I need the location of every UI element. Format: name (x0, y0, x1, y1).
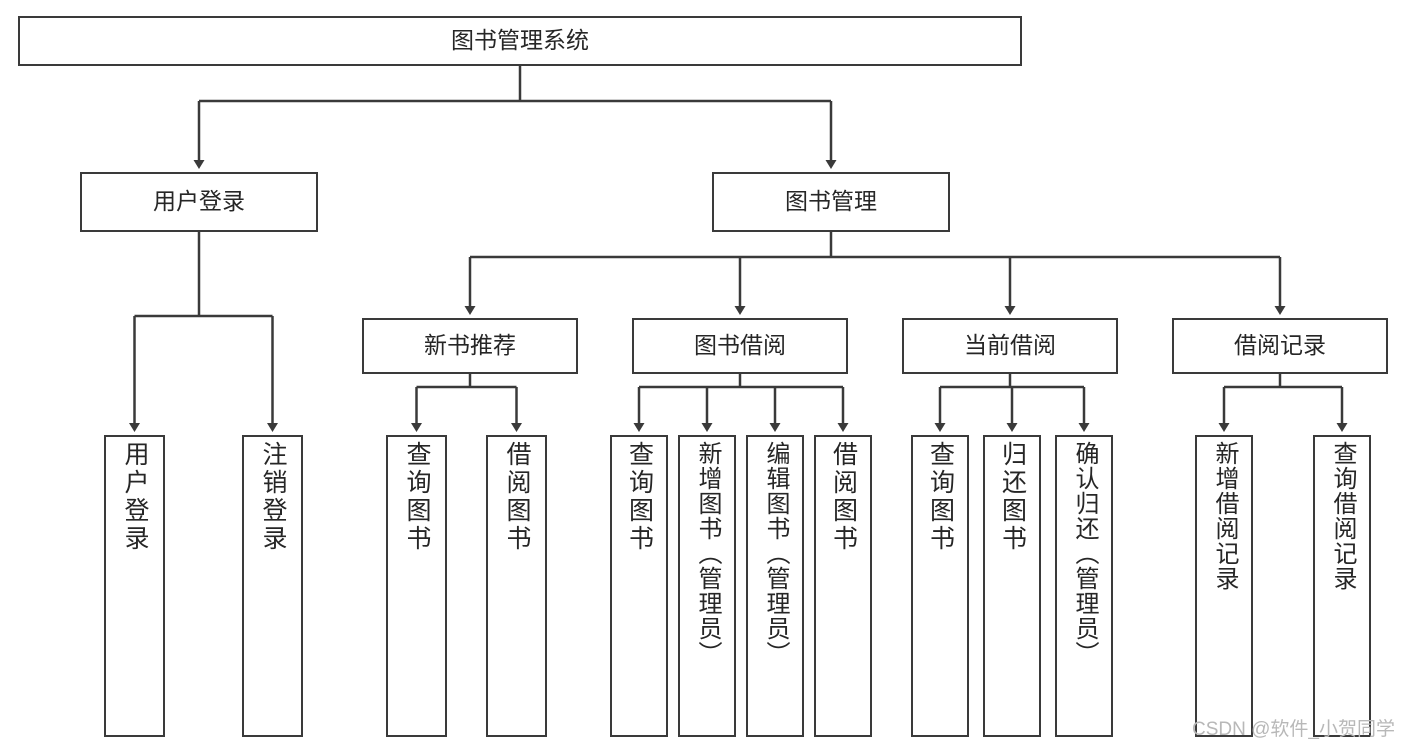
node-bookmgmt[interactable]: 图书管理 (712, 172, 950, 232)
node-root[interactable]: 图书管理系统 (18, 16, 1022, 66)
node-label: 图书管理系统 (451, 27, 589, 54)
node-leaf-new-1[interactable]: 查询图书 (386, 435, 447, 737)
node-label: 当前借阅 (964, 332, 1056, 359)
node-leaf-cur-1[interactable]: 查询图书 (911, 435, 969, 737)
node-borrow[interactable]: 图书借阅 (632, 318, 848, 374)
node-leaf-borrow-4[interactable]: 借阅图书 (814, 435, 872, 737)
node-leaf-login-2[interactable]: 注销登录 (242, 435, 303, 737)
node-label: 用户登录 (121, 441, 149, 553)
node-label: 确认归还（管理员） (1071, 441, 1098, 666)
node-leaf-new-2[interactable]: 借阅图书 (486, 435, 547, 737)
node-label: 借阅图书 (829, 441, 858, 553)
node-label: 归还图书 (998, 441, 1027, 553)
node-leaf-borrow-3[interactable]: 编辑图书（管理员） (746, 435, 804, 737)
node-label: 借阅图书 (503, 441, 531, 553)
node-records[interactable]: 借阅记录 (1172, 318, 1388, 374)
node-leaf-rec-2[interactable]: 查询借阅记录 (1313, 435, 1371, 737)
node-label: 图书借阅 (694, 332, 786, 359)
node-label: 新书推荐 (424, 332, 516, 359)
node-leaf-cur-3[interactable]: 确认归还（管理员） (1055, 435, 1113, 737)
node-current[interactable]: 当前借阅 (902, 318, 1118, 374)
node-label: 查询图书 (403, 441, 431, 553)
node-leaf-rec-1[interactable]: 新增借阅记录 (1195, 435, 1253, 737)
node-newbook[interactable]: 新书推荐 (362, 318, 578, 374)
node-leaf-borrow-2[interactable]: 新增图书（管理员） (678, 435, 736, 737)
node-label: 查询图书 (926, 441, 955, 553)
node-login[interactable]: 用户登录 (80, 172, 318, 232)
node-label: 借阅记录 (1234, 332, 1326, 359)
node-label: 查询借阅记录 (1329, 441, 1356, 591)
csdn-watermark: CSDN @软件_小贺同学 (1192, 719, 1395, 740)
node-leaf-login-1[interactable]: 用户登录 (104, 435, 165, 737)
node-label: 用户登录 (153, 188, 245, 215)
node-label: 注销登录 (259, 441, 287, 553)
node-label: 新增图书（管理员） (694, 441, 721, 666)
node-leaf-borrow-1[interactable]: 查询图书 (610, 435, 668, 737)
node-label: 查询图书 (625, 441, 654, 553)
node-label: 新增借阅记录 (1211, 441, 1238, 591)
node-label: 编辑图书（管理员） (762, 441, 789, 666)
node-label: 图书管理 (785, 188, 877, 215)
node-leaf-cur-2[interactable]: 归还图书 (983, 435, 1041, 737)
